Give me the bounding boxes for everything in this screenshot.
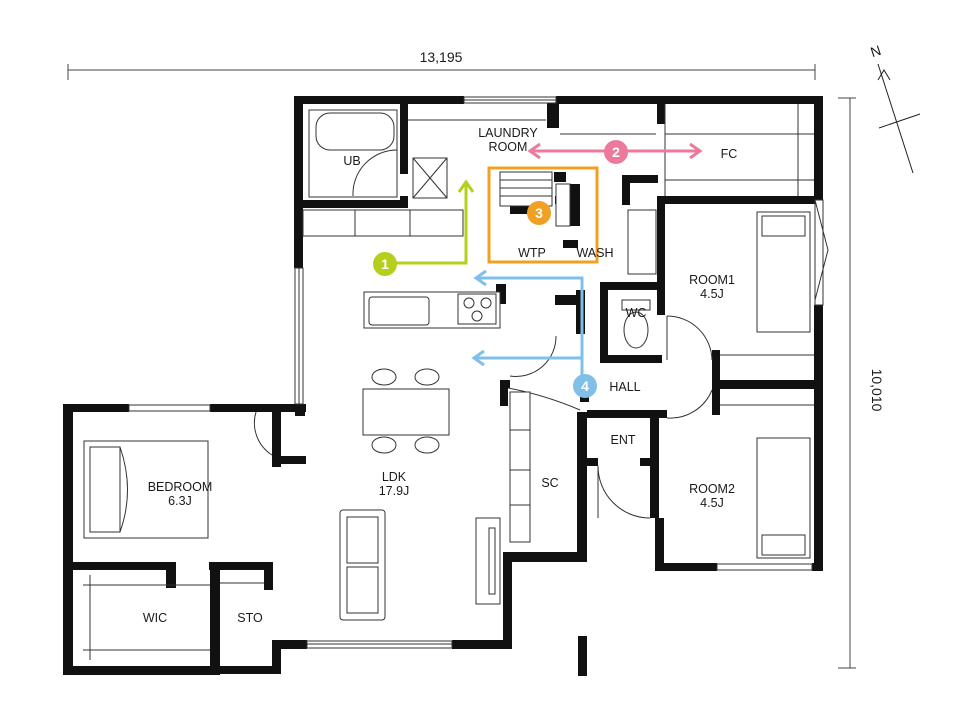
label-ldk-size: 17.9J [379,484,410,498]
width-dimension-label: 13,195 [420,49,463,65]
label-bedroom-size: 6.3J [168,494,192,508]
walls [63,96,823,676]
label-wic: WIC [143,611,167,625]
room-labels: UB LAUNDRY ROOM FC WTP WASH ROOM1 4.5J W… [143,126,737,625]
route-1-number: 1 [381,256,389,272]
route-1-badge: 1 [373,252,397,276]
route-3-arrow [487,166,599,264]
fixtures [83,104,814,660]
label-room1-name: ROOM1 [689,273,735,287]
label-laundry-line2: ROOM [489,140,528,154]
route-2-badge: 2 [604,140,628,164]
compass-north-label: N [868,42,883,60]
label-wash: WASH [576,246,613,260]
depth-dimension: 10,010 [838,97,885,669]
label-room2-size: 4.5J [700,496,724,510]
label-wtp: WTP [518,246,546,260]
route-4-number: 4 [581,378,589,394]
route-1-arrow [394,179,475,265]
route-3-badge: 3 [527,201,551,225]
label-fc: FC [721,147,738,161]
width-dimension: 13,195 [67,49,816,80]
label-room2-name: ROOM2 [689,482,735,496]
route-4-badge: 4 [573,374,597,398]
label-ub: UB [343,154,360,168]
label-room1-size: 4.5J [700,287,724,301]
route-4-arrow [471,269,584,383]
windows [128,96,829,649]
compass-icon: N [868,42,921,174]
label-bedroom-name: BEDROOM [148,480,213,494]
label-sto: STO [237,611,263,625]
label-ldk-name: LDK [382,470,407,484]
label-hall: HALL [609,380,640,394]
depth-dimension-label: 10,010 [869,369,885,412]
label-wc: WC [626,306,647,320]
label-ent: ENT [611,433,636,447]
label-laundry-line1: LAUNDRY [478,126,538,140]
route-2-number: 2 [612,144,620,160]
label-sc: SC [541,476,558,490]
route-3-number: 3 [535,205,543,221]
